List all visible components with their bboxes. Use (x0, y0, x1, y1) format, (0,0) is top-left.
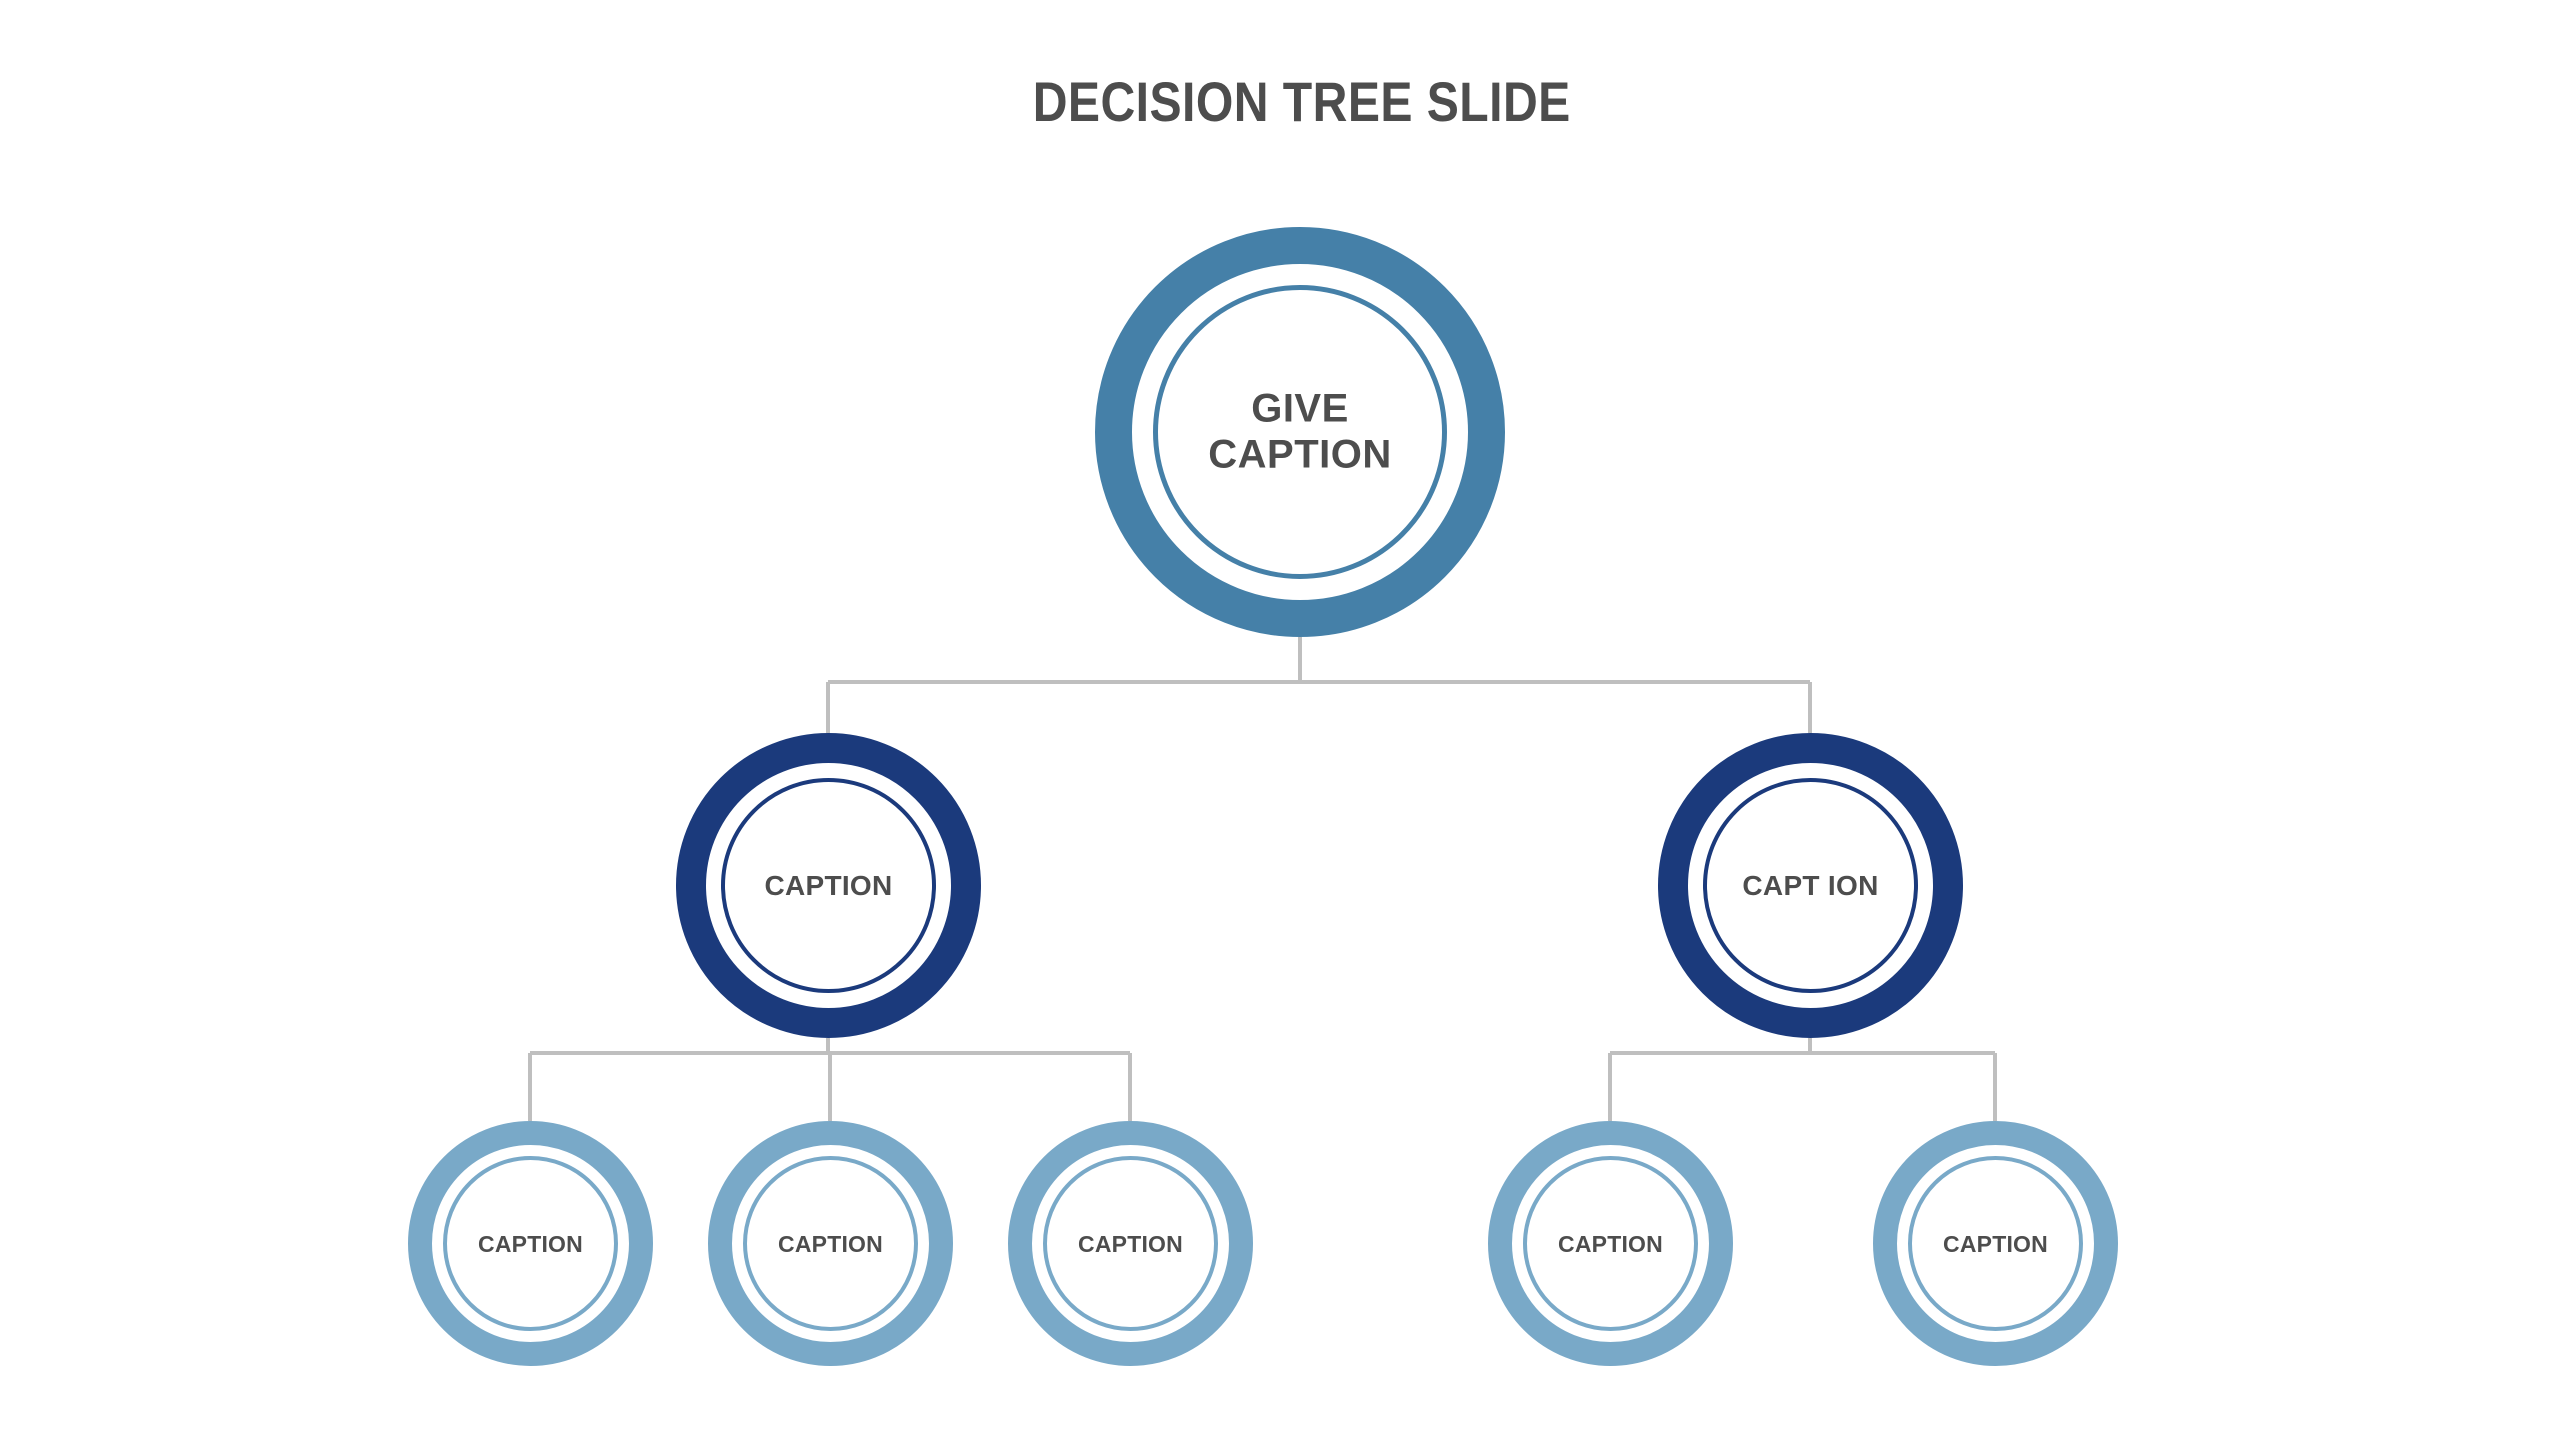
node-label: CAPTION (1943, 1230, 2048, 1257)
node-inner-ring (1523, 1156, 1698, 1331)
node-label: CAPT ION (1742, 869, 1879, 901)
node-inner-ring (1703, 778, 1918, 993)
tree-node-leaf-4[interactable]: CAPTION (1488, 1121, 1733, 1366)
tree-node-leaf-5[interactable]: CAPTION (1873, 1121, 2118, 1366)
tree-node-level2-left[interactable]: CAPTION (676, 733, 981, 1038)
tree-node-root[interactable]: GIVE CAPTION (1095, 227, 1505, 637)
node-inner-ring (721, 778, 936, 993)
node-label: CAPTION (1078, 1230, 1183, 1257)
tree-node-level2-right[interactable]: CAPT ION (1658, 733, 1963, 1038)
node-inner-ring (743, 1156, 918, 1331)
node-inner-ring (1908, 1156, 2083, 1331)
node-label: GIVE CAPTION (1208, 386, 1392, 476)
tree-node-leaf-3[interactable]: CAPTION (1008, 1121, 1253, 1366)
tree-node-leaf-2[interactable]: CAPTION (708, 1121, 953, 1366)
node-label: CAPTION (764, 869, 893, 901)
tree-node-leaf-1[interactable]: CAPTION (408, 1121, 653, 1366)
node-inner-ring (1043, 1156, 1218, 1331)
node-label: CAPTION (778, 1230, 883, 1257)
node-inner-ring (443, 1156, 618, 1331)
node-inner-ring (1153, 285, 1447, 579)
node-label: CAPTION (1558, 1230, 1663, 1257)
page-title: DECISION TREE SLIDE (1032, 70, 1571, 133)
node-label: CAPTION (478, 1230, 583, 1257)
